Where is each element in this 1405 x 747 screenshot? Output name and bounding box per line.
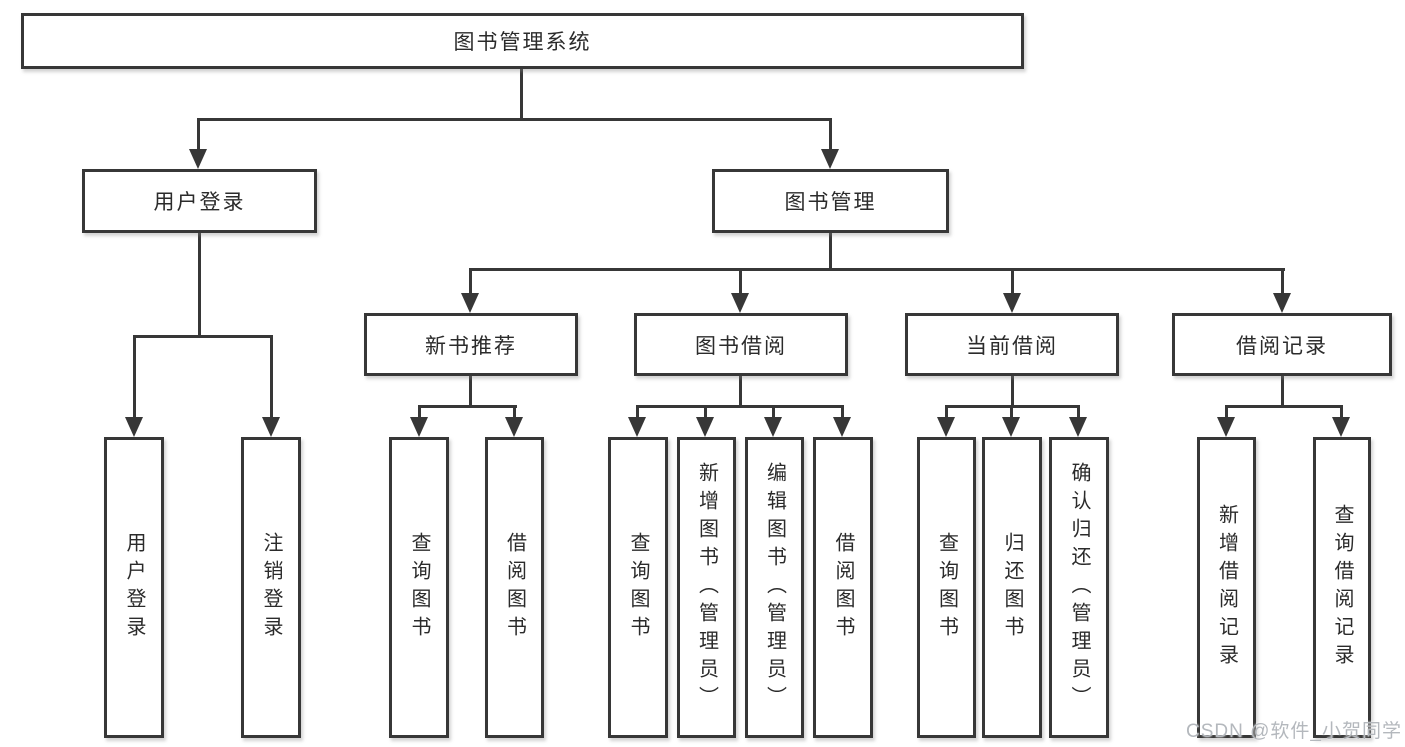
leaf-edit-books-admin-label: 编辑图书（管理员） xyxy=(763,461,786,714)
leaf-return-books: 归还图书 xyxy=(982,437,1042,738)
csdn-watermark: CSDN @软件_小贺同学 xyxy=(1186,721,1402,742)
leaf-query-borrow-record-label: 查询借阅记录 xyxy=(1331,503,1353,672)
leaf-newbook-query-books: 查询图书 xyxy=(389,437,449,738)
arrow-down-icon xyxy=(1332,417,1350,437)
connector-drop-book-borrowing xyxy=(739,268,742,295)
arrow-down-icon xyxy=(461,293,479,313)
connector-drop-book-management xyxy=(829,118,832,151)
arrow-down-icon xyxy=(696,417,714,437)
arrow-down-icon xyxy=(821,149,839,169)
node-current-borrowing: 当前借阅 xyxy=(905,313,1119,376)
connector-drop-leaf xyxy=(1225,405,1228,419)
leaf-user-login: 用户登录 xyxy=(104,437,164,738)
connector-book-borrowing-stem xyxy=(739,376,742,408)
connector-drop-leaf xyxy=(133,335,136,419)
arrow-down-icon xyxy=(1217,417,1235,437)
connector-book-management-stem xyxy=(829,233,832,271)
leaf-return-books-label: 归还图书 xyxy=(1001,531,1023,644)
leaf-confirm-return-admin: 确认归还（管理员） xyxy=(1049,437,1109,738)
connector-drop-leaf xyxy=(636,405,639,419)
arrow-down-icon xyxy=(1002,417,1020,437)
leaf-borrow-books-label: 借阅图书 xyxy=(832,531,854,644)
leaf-add-books-admin-label: 新增图书（管理员） xyxy=(695,461,718,714)
connector-drop-leaf xyxy=(513,405,516,419)
arrow-down-icon xyxy=(262,417,280,437)
connector-new-book-stem xyxy=(469,376,472,408)
node-borrowing-records: 借阅记录 xyxy=(1172,313,1392,376)
connector-drop-leaf xyxy=(1340,405,1343,419)
arrow-down-icon xyxy=(1003,293,1021,313)
node-current-borrowing-label: 当前借阅 xyxy=(966,334,1058,358)
connector-drop-leaf xyxy=(1077,405,1080,419)
node-user-login-label: 用户登录 xyxy=(153,191,246,214)
connector-borrowing-records-rail xyxy=(1225,405,1343,408)
connector-drop-leaf xyxy=(772,405,775,419)
leaf-newbook-query-books-label: 查询图书 xyxy=(408,531,430,644)
leaf-edit-books-admin: 编辑图书（管理员） xyxy=(745,437,804,738)
arrow-down-icon xyxy=(1273,293,1291,313)
node-book-borrowing: 图书借阅 xyxy=(634,313,848,376)
connector-drop-leaf xyxy=(704,405,707,419)
leaf-user-login-label: 用户登录 xyxy=(123,531,145,644)
arrow-down-icon xyxy=(731,293,749,313)
arrow-down-icon xyxy=(628,417,646,437)
connector-drop-current-borrowing xyxy=(1011,268,1014,295)
node-new-book-recommend: 新书推荐 xyxy=(364,313,578,376)
connector-drop-leaf xyxy=(418,405,421,419)
connector-user-login-stem xyxy=(198,233,201,337)
leaf-add-borrow-record-label: 新增借阅记录 xyxy=(1215,503,1238,672)
connector-drop-leaf xyxy=(841,405,844,419)
leaf-newbook-borrow-books: 借阅图书 xyxy=(485,437,544,738)
arrow-down-icon xyxy=(189,149,207,169)
connector-book-management-rail xyxy=(469,268,1285,271)
arrow-down-icon xyxy=(937,417,955,437)
leaf-add-books-admin: 新增图书（管理员） xyxy=(677,437,736,738)
node-new-book-recommend-label: 新书推荐 xyxy=(425,334,517,358)
connector-current-borrowing-stem xyxy=(1011,376,1014,408)
connector-drop-user-login xyxy=(197,118,200,151)
arrow-down-icon xyxy=(1069,417,1087,437)
connector-drop-leaf xyxy=(1010,405,1013,419)
arrow-down-icon xyxy=(833,417,851,437)
leaf-add-borrow-record: 新增借阅记录 xyxy=(1197,437,1256,738)
arrow-down-icon xyxy=(125,417,143,437)
node-book-management-label: 图书管理 xyxy=(784,191,877,214)
node-library-management-system-label: 图书管理系统 xyxy=(453,31,592,54)
leaf-logout: 注销登录 xyxy=(241,437,301,738)
leaf-logout-label: 注销登录 xyxy=(260,531,282,644)
connector-book-borrowing-rail xyxy=(636,405,844,408)
leaf-current-query-books: 查询图书 xyxy=(917,437,976,738)
arrow-down-icon xyxy=(505,417,523,437)
connector-new-book-rail xyxy=(418,405,517,408)
connector-drop-borrowing-records xyxy=(1281,268,1284,295)
connector-borrowing-records-stem xyxy=(1281,376,1284,408)
connector-root-stem xyxy=(520,69,523,120)
leaf-newbook-borrow-books-label: 借阅图书 xyxy=(503,531,526,644)
connector-root-rail xyxy=(197,118,832,121)
leaf-borrow-query-books: 查询图书 xyxy=(608,437,668,738)
leaf-confirm-return-admin-label: 确认归还（管理员） xyxy=(1068,461,1090,714)
node-book-borrowing-label: 图书借阅 xyxy=(695,334,787,358)
arrow-down-icon xyxy=(764,417,782,437)
leaf-borrow-query-books-label: 查询图书 xyxy=(627,531,649,644)
arrow-down-icon xyxy=(410,417,428,437)
connector-user-login-rail xyxy=(133,335,273,338)
connector-drop-leaf xyxy=(945,405,948,419)
connector-drop-leaf xyxy=(270,335,273,419)
leaf-borrow-books: 借阅图书 xyxy=(813,437,873,738)
node-book-management: 图书管理 xyxy=(712,169,949,233)
leaf-query-borrow-record: 查询借阅记录 xyxy=(1313,437,1371,738)
node-library-management-system: 图书管理系统 xyxy=(21,13,1024,69)
leaf-current-query-books-label: 查询图书 xyxy=(935,531,958,644)
node-borrowing-records-label: 借阅记录 xyxy=(1236,334,1328,358)
node-user-login: 用户登录 xyxy=(82,169,317,233)
connector-drop-new-book xyxy=(469,268,472,295)
